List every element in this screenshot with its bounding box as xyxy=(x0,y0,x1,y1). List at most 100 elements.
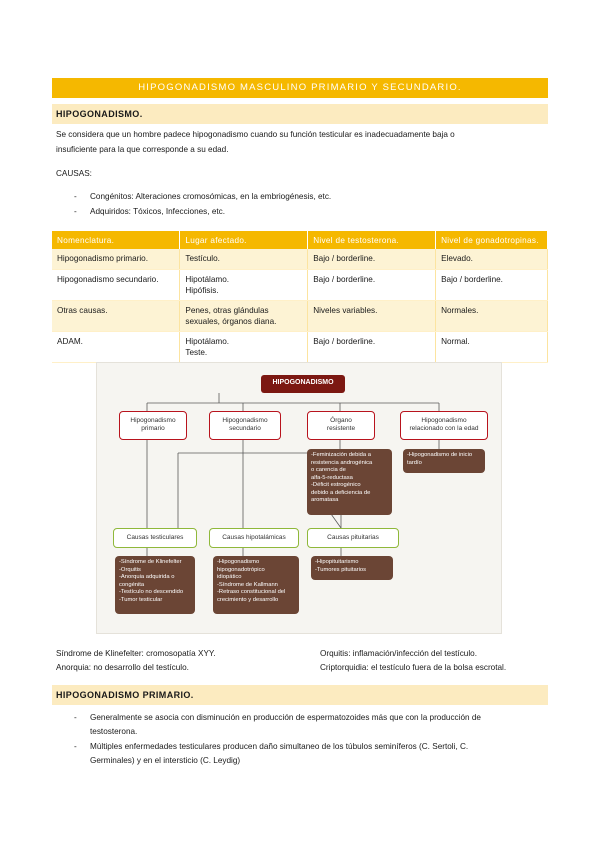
table-cell: Hipotálamo. Teste. xyxy=(179,331,309,363)
definition-orquitis: Orquitis: inflamación/infección del test… xyxy=(320,647,477,660)
diagram-hypothalamic-list: -Hipogonadismo hipogonadotrópico idiopát… xyxy=(213,556,299,614)
bullet-text: Alteraciones cromosómicas, en la embriog… xyxy=(133,192,332,201)
table-row: ADAM. Hipotálamo. Teste. Bajo / borderli… xyxy=(52,331,548,363)
list-item: -Feminización debida a xyxy=(311,452,371,458)
list-item: tardío xyxy=(407,459,422,466)
list-item: -Síndrome de Klinefelter xyxy=(119,559,182,565)
list-item: crecimiento y desarrollo xyxy=(217,596,279,603)
bullet-text: Tóxicos, Infecciones, etc. xyxy=(130,207,226,216)
bullet-line: Generalmente se asocia con disminución e… xyxy=(90,713,481,722)
list-item: -Hipogonadismo xyxy=(217,559,260,565)
definition-text: el testículo fuera de la bolsa escrotal. xyxy=(368,663,507,672)
list-item: -Tumores pituitarios xyxy=(315,566,367,573)
causes-label: CAUSAS: xyxy=(56,169,92,178)
table-cell: Hipotálamo. Hipófisis. xyxy=(179,269,309,301)
diagram-age-list: -Hipogonadismo de inicio tardío xyxy=(403,449,485,473)
list-item: o carencia de xyxy=(311,467,346,473)
definition-criptorquidia: Criptorquidia: el testículo fuera de la … xyxy=(320,661,506,674)
table-cell: Bajo / borderline. xyxy=(307,331,437,363)
definition-text: no desarrollo del testículo. xyxy=(91,663,189,672)
list-item: -Hipopituitarismo xyxy=(315,559,359,565)
node-line: Hipogonadismo xyxy=(421,417,467,424)
table-row: Otras causas. Penes, otras glándulas sex… xyxy=(52,300,548,332)
section-heading-primario: HIPOGONADISMO PRIMARIO. xyxy=(52,685,548,705)
diagram-node-primary: Hipogonadismo primario xyxy=(119,411,187,440)
list-item: -Testículo no descendido xyxy=(119,589,184,595)
diagram-resistant-list: -Feminización debida a resistencia andro… xyxy=(307,449,392,515)
diagram-node-resistant: Órgano resistente xyxy=(307,411,375,440)
list-item: -Síndrome de Kallmann xyxy=(217,581,278,588)
table-cell: Niveles variables. xyxy=(307,300,437,332)
hypogonadism-diagram: HIPOGONADISMO Hipogonadismo primario Hip… xyxy=(96,362,502,634)
diagram-node-hypothalamic-causes: Causas hipotalámicas xyxy=(209,528,299,548)
list-item: debido a deficiencia de xyxy=(311,489,371,496)
diagram-node-age-related: Hipogonadismo relacionado con la edad xyxy=(400,411,488,440)
document-title: HIPOGONADISMO MASCULINO PRIMARIO Y SECUN… xyxy=(52,78,548,98)
list-item: -Anorquia adquirida o xyxy=(119,574,175,580)
definition-text: cromosopatía XYY. xyxy=(143,649,216,658)
definition-term: Criptorquidia: xyxy=(320,663,369,672)
node-line: relacionado con la edad xyxy=(409,425,479,432)
list-item: -Tumor testicular xyxy=(119,596,163,603)
table-header-cell: Nivel de testosterona. xyxy=(307,231,437,249)
bullet-line: Múltiples enfermedades testiculares prod… xyxy=(90,742,469,751)
table-cell: Otras causas. xyxy=(52,300,181,332)
diagram-node-pituitary-causes: Causas pituitarias xyxy=(307,528,399,548)
definition-anorquia: Anorquia: no desarrollo del testículo. xyxy=(56,661,189,674)
definition-klinefelter: Síndrome de Klinefelter: cromosopatía XY… xyxy=(56,647,216,660)
nomenclature-table: Nomenclatura. Lugar afectado. Nivel de t… xyxy=(52,231,548,363)
list-item: -Orquitis xyxy=(119,566,141,573)
intro-line-2: insuficiente para la que corresponde a s… xyxy=(56,145,229,154)
node-line: primario xyxy=(141,425,165,432)
list-item: resistencia androgénica xyxy=(311,459,373,466)
table-cell: Normales. xyxy=(435,300,548,332)
table-cell: Hipogonadismo secundario. xyxy=(52,269,181,301)
table-cell: Bajo / borderline. xyxy=(307,269,437,301)
bullet-dash: - xyxy=(74,742,77,751)
intro-line-1: Se considera que un hombre padece hipogo… xyxy=(56,130,455,139)
definition-term: Orquitis: xyxy=(320,649,351,658)
table-header-row: Nomenclatura. Lugar afectado. Nivel de t… xyxy=(52,231,548,249)
node-line: Órgano xyxy=(330,417,352,424)
bullet-line: Germinales) y en el intersticio (C. Leyd… xyxy=(90,756,241,765)
list-item: idiopático xyxy=(217,574,242,580)
section-heading-hipogonadismo: HIPOGONADISMO. xyxy=(52,104,548,124)
node-line: secundario xyxy=(229,425,261,432)
table-header-cell: Nivel de gonadotropinas. xyxy=(435,231,548,249)
table-cell: Normal. xyxy=(435,331,548,363)
diagram-root-node: HIPOGONADISMO xyxy=(261,375,345,393)
table-row: Hipogonadismo secundario. Hipotálamo. Hi… xyxy=(52,269,548,301)
bullet-label: Congénitos: xyxy=(90,192,134,201)
list-item: hipogonadotrópico xyxy=(217,566,265,573)
bullet-dash: - xyxy=(74,713,77,722)
table-cell: ADAM. xyxy=(52,331,181,363)
definition-term: Anorquia: xyxy=(56,663,92,672)
list-item: congénita xyxy=(119,581,145,588)
definition-term: Síndrome de Klinefelter: xyxy=(56,649,144,658)
bullet-label: Adquiridos: xyxy=(90,207,131,216)
list-item: alfa-5-reductasa xyxy=(311,474,353,481)
list-item: aromatasa xyxy=(311,497,339,503)
table-header-cell: Nomenclatura. xyxy=(52,231,181,249)
node-line: resistente xyxy=(326,425,356,432)
table-cell: Bajo / borderline. xyxy=(307,249,437,270)
table-cell: Penes, otras glándulas sexuales, órganos… xyxy=(179,300,309,332)
node-line: Hipogonadismo xyxy=(130,417,176,424)
table-cell: Testículo. xyxy=(179,249,309,270)
list-item: -Déficit estrogénico xyxy=(311,482,361,488)
table-header-cell: Lugar afectado. xyxy=(179,231,309,249)
diagram-node-testicular-causes: Causas testiculares xyxy=(113,528,197,548)
diagram-pituitary-list: -Hipopituitarismo -Tumores pituitarios xyxy=(311,556,393,580)
node-line: Hipogonadismo xyxy=(222,417,268,424)
diagram-node-secondary: Hipogonadismo secundario xyxy=(209,411,281,440)
intro-paragraph: Se considera que un hombre padece hipogo… xyxy=(56,127,544,157)
bullet-line: testosterona. xyxy=(90,727,138,736)
table-cell: Bajo / borderline. xyxy=(435,269,548,301)
diagram-testicular-list: -Síndrome de Klinefelter -Orquitis -Anor… xyxy=(115,556,195,614)
table-cell: Elevado. xyxy=(435,249,548,270)
bullet-dash: - xyxy=(74,192,77,201)
list-item: -Retraso constitucional del xyxy=(217,589,286,595)
list-item: -Hipogonadismo de inicio xyxy=(407,452,473,458)
bullet-dash: - xyxy=(74,207,77,216)
definition-text: inflamación/infección del testículo. xyxy=(350,649,478,658)
